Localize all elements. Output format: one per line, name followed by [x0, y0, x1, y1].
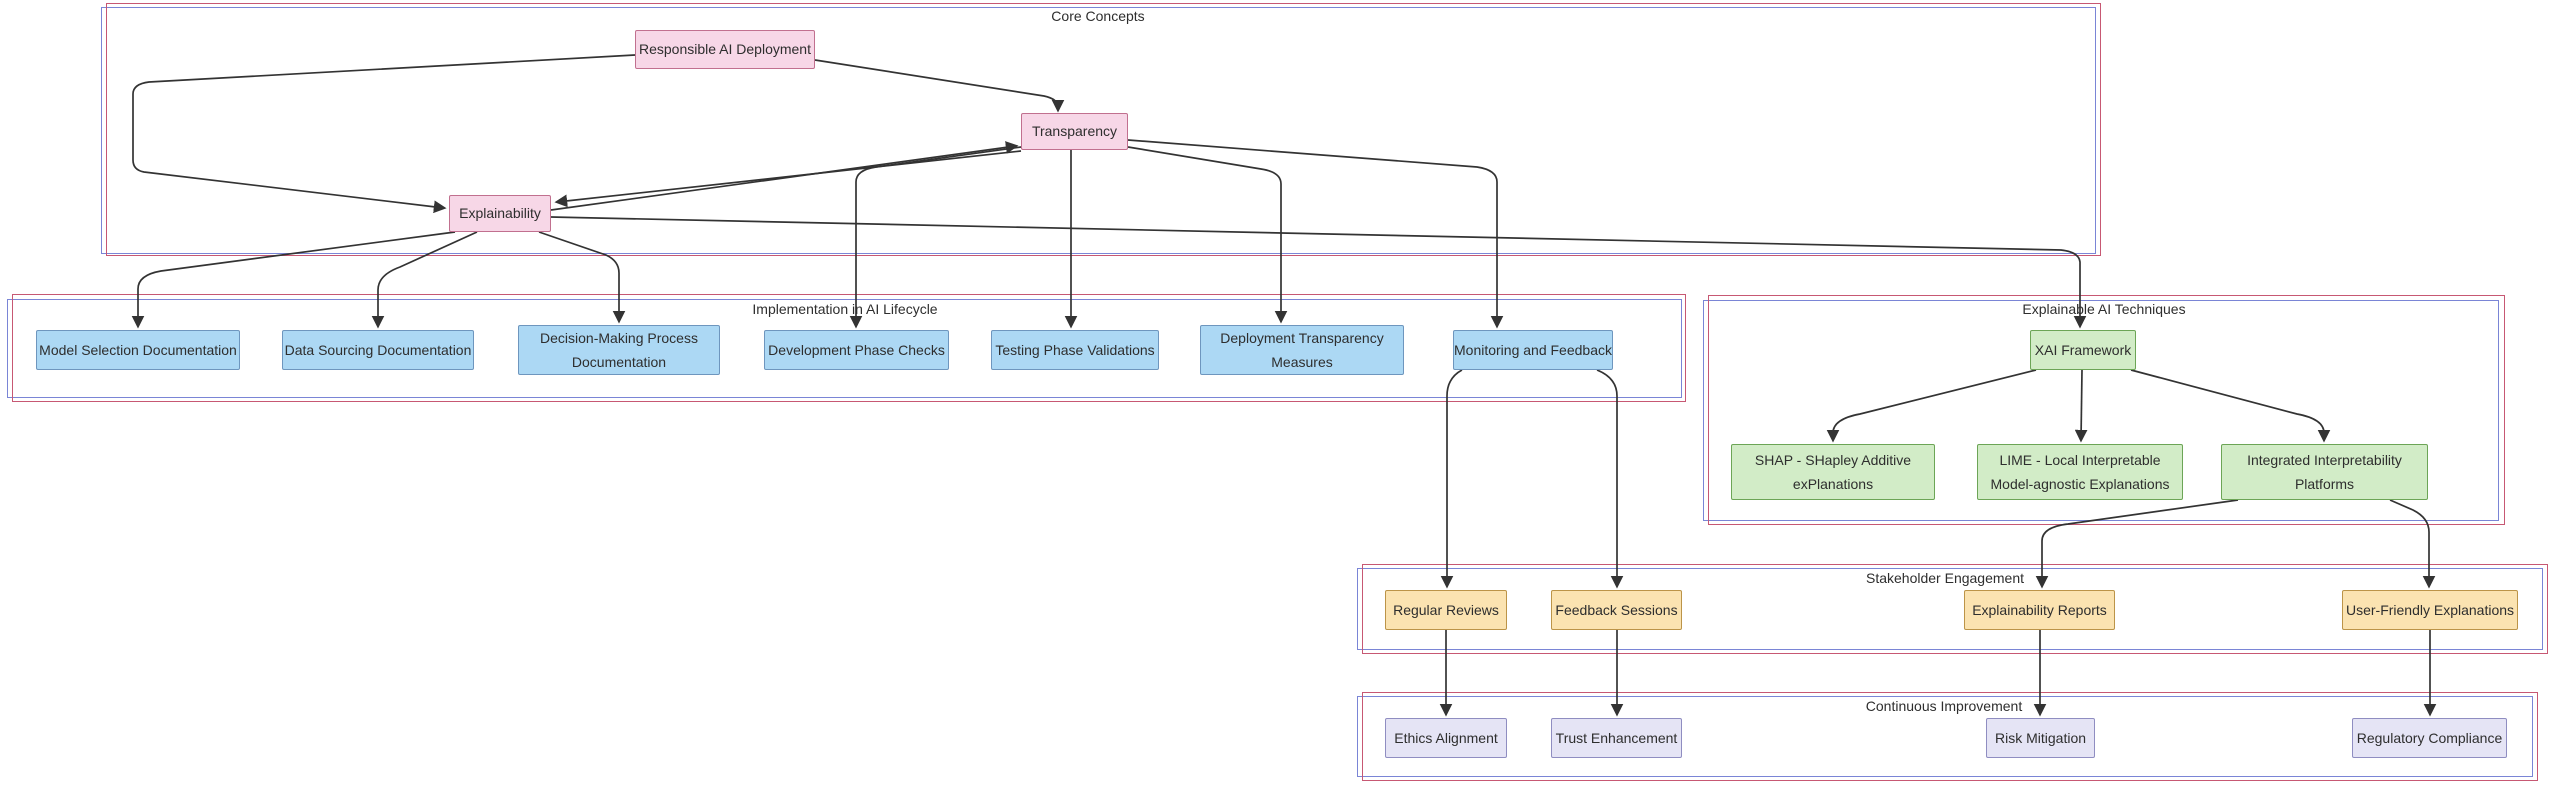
node-data-sourcing-documentation: Data Sourcing Documentation: [282, 330, 474, 370]
edge-xai-framework-to-shap: [1826, 369, 2037, 443]
edge-explainability-to-data-sourcing-documentation: [371, 231, 478, 329]
node-model-selection-documentation: Model Selection Documentation: [36, 330, 240, 370]
node-development-phase-checks: Development Phase Checks: [764, 330, 949, 370]
cluster-stakeholder-outer-border: [1357, 568, 2543, 650]
node-explainability: Explainability: [449, 195, 551, 232]
cluster-core-concepts-inner-border: [106, 3, 2101, 256]
node-shap: SHAP - SHapley Additive exPlanations: [1731, 444, 1935, 500]
node-testing-phase-validations: Testing Phase Validations: [991, 330, 1159, 370]
cluster-continuous-outer-border: [1357, 696, 2533, 777]
edge-transparency-to-deployment-transparency-measures: [1127, 146, 1288, 324]
cluster-xai-title: Explainable AI Techniques: [2022, 301, 2186, 317]
node-transparency: Transparency: [1021, 113, 1128, 150]
cluster-xai-inner-border: [1708, 295, 2505, 525]
cluster-implementation-inner-border: [12, 294, 1686, 402]
node-risk-mitigation: Risk Mitigation: [1986, 718, 2095, 758]
edge-xai-framework-to-lime: [2074, 369, 2088, 443]
node-integrated-interpretability-platforms: Integrated Interpretability Platforms: [2221, 444, 2428, 500]
cluster-implementation-outer-border: [7, 299, 1682, 398]
edge-explainability-to-model-selection-documentation: [131, 231, 456, 329]
edge-responsible-ai-deployment-to-explainability: [132, 54, 636, 214]
cluster-xai-outer-border: [1703, 300, 2499, 521]
node-deployment-transparency-measures: Deployment Transparency Measures: [1200, 325, 1404, 375]
node-responsible-ai-deployment: Responsible AI Deployment: [635, 30, 815, 69]
node-regular-reviews: Regular Reviews: [1385, 590, 1507, 630]
cluster-stakeholder-inner-border: [1362, 564, 2548, 654]
edge-transparency-to-monitoring-and-feedback: [1127, 139, 1504, 329]
edge-monitoring-and-feedback-to-feedback-sessions: [1596, 369, 1624, 589]
cluster-core-concepts-title: Core Concepts: [1051, 8, 1145, 24]
cluster-stakeholder-title: Stakeholder Engagement: [1866, 570, 2024, 586]
edge-explainability-to-transparency: [550, 141, 1019, 211]
edge-explainability-to-decision-making-process-documentation: [538, 231, 626, 324]
edge-xai-framework-to-integrated-interpretability-platforms: [2130, 369, 2331, 443]
node-monitoring-and-feedback: Monitoring and Feedback: [1453, 330, 1613, 370]
node-feedback-sessions: Feedback Sessions: [1551, 590, 1682, 630]
cluster-continuous-title: Continuous Improvement: [1865, 698, 2023, 714]
node-trust-enhancement: Trust Enhancement: [1551, 718, 1682, 758]
node-ethics-alignment: Ethics Alignment: [1385, 718, 1507, 758]
cluster-continuous-inner-border: [1362, 692, 2538, 781]
node-regulatory-compliance: Regulatory Compliance: [2352, 718, 2507, 758]
edge-responsible-ai-deployment-to-transparency: [814, 59, 1065, 113]
node-explainability-reports: Explainability Reports: [1964, 590, 2115, 630]
node-lime: LIME - Local Interpretable Model-agnosti…: [1977, 444, 2183, 500]
edge-explainability-to-xai-framework: [550, 216, 2087, 329]
node-decision-making-process-documentation: Decision-Making Process Documentation: [518, 325, 720, 375]
cluster-implementation-title: Implementation in AI Lifecycle: [752, 301, 938, 317]
node-user-friendly-explanations: User-Friendly Explanations: [2342, 590, 2518, 630]
edge-integrated-interpretability-platforms-to-explainability-reports: [2035, 499, 2239, 589]
edge-transparency-to-development-phase-checks: [849, 146, 1022, 329]
cluster-core-concepts-outer-border: [101, 7, 2096, 254]
node-xai-framework: XAI Framework: [2030, 330, 2136, 370]
edge-monitoring-and-feedback-to-regular-reviews: [1440, 369, 1463, 589]
edge-integrated-interpretability-platforms-to-user-friendly-explanations: [2389, 499, 2436, 589]
